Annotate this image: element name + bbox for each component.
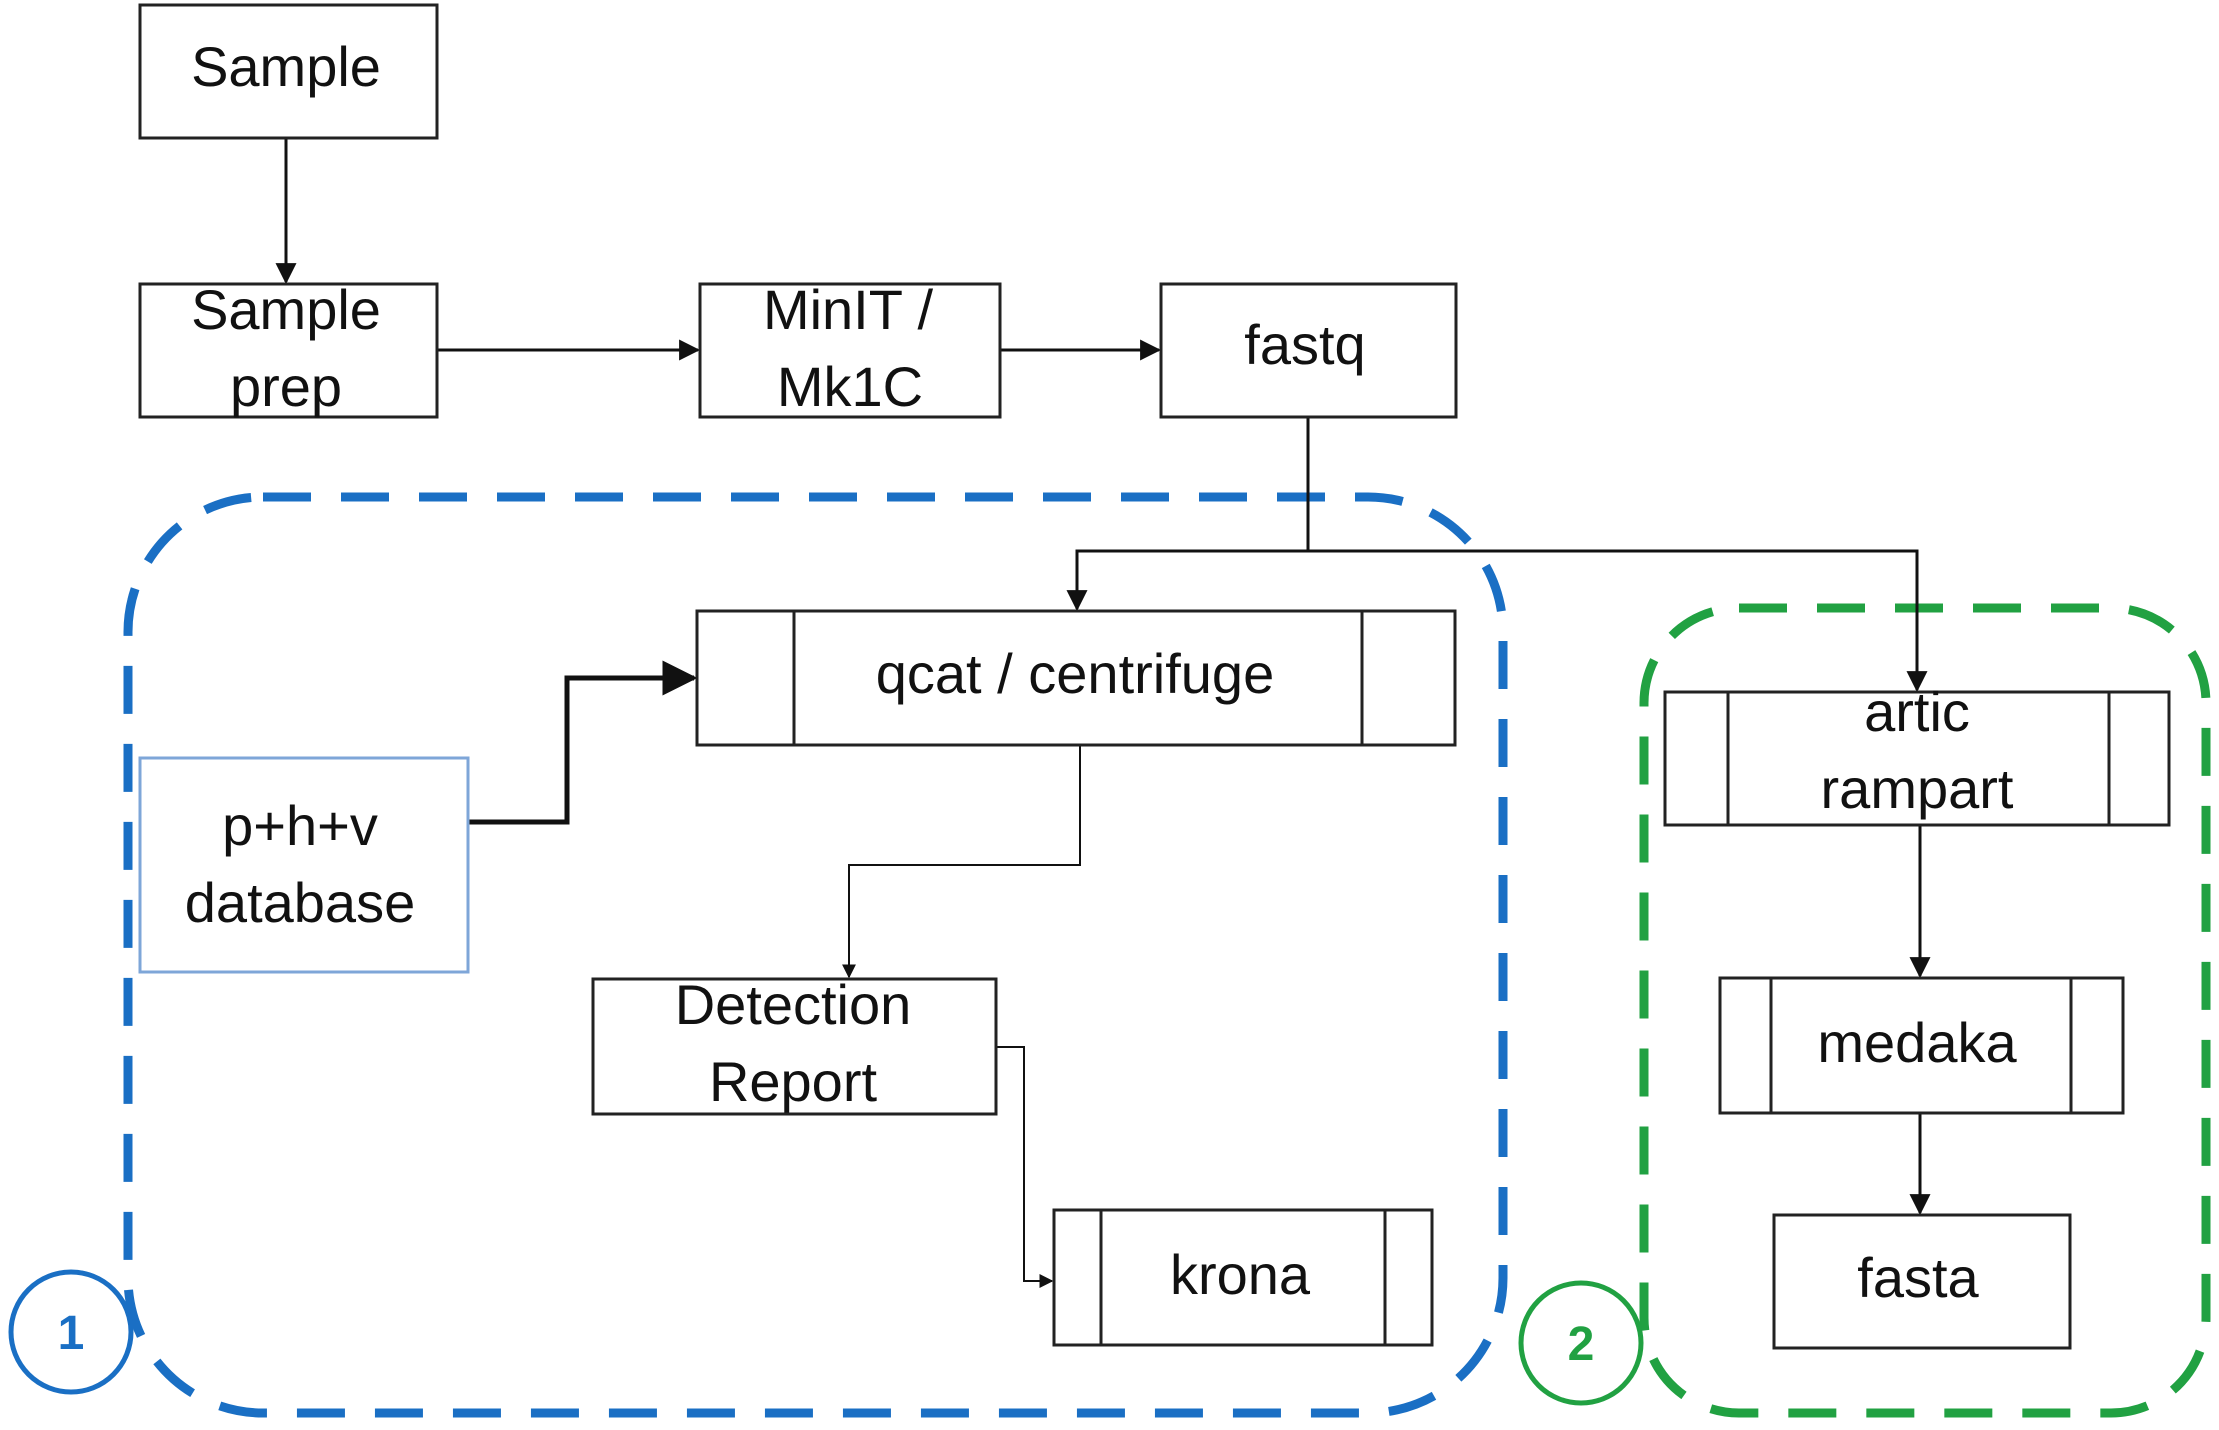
node-database-label-line2: database [185,871,415,934]
node-minit: MinIT / Mk1C [698,278,1002,419]
node-fastq-label: fastq [1244,313,1365,376]
arrow-fastq-to-artic [1308,549,1928,693]
node-detection-report: Detection Report [591,973,998,1116]
node-sample-prep-label-line2: prep [230,355,342,418]
node-artic-rampart-label-line2: rampart [1821,757,2014,820]
node-fastq: fastq [1159,282,1458,419]
region-consensus [1639,603,2211,1418]
node-artic-rampart: artic rampart [1663,680,2171,827]
region-badge-2: 2 [1518,1280,1644,1406]
region-badge-1-label: 1 [58,1307,85,1360]
node-minit-label-line1: MinIT / [763,278,934,341]
node-minit-label-line2: Mk1C [777,355,923,418]
node-medaka-label: medaka [1817,1011,2017,1074]
node-sample-prep: Sample prep [138,278,439,419]
arrow-fastq-to-qcat [1066,549,1308,612]
region-badge-2-label: 2 [1568,1318,1595,1371]
node-database-label-line1: p+h+v [222,794,378,857]
node-detection-report-label-line1: Detection [675,973,912,1036]
node-qcat-centrifuge: qcat / centrifuge [695,609,1457,747]
node-krona-label: krona [1170,1243,1311,1306]
node-sample: Sample [138,3,439,140]
node-database: p+h+v database [138,756,470,974]
node-krona: krona [1052,1208,1434,1347]
node-fasta-label: fasta [1857,1246,1979,1309]
arrow-qcat-to-detection [842,746,1081,979]
region-metagenomics [123,492,1508,1418]
node-qcat-centrifuge-label: qcat / centrifuge [876,642,1274,705]
node-sample-prep-label-line1: Sample [191,278,381,341]
region-badge-1: 1 [8,1269,134,1395]
arrow-detection-to-krona [996,1046,1054,1288]
node-medaka: medaka [1718,976,2125,1115]
arrow-database-to-qcat [437,660,698,825]
node-fasta: fasta [1772,1213,2072,1350]
node-artic-rampart-label-line1: artic [1864,680,1970,743]
node-detection-report-label-line2: Report [709,1050,878,1113]
node-sample-label: Sample [191,35,381,98]
